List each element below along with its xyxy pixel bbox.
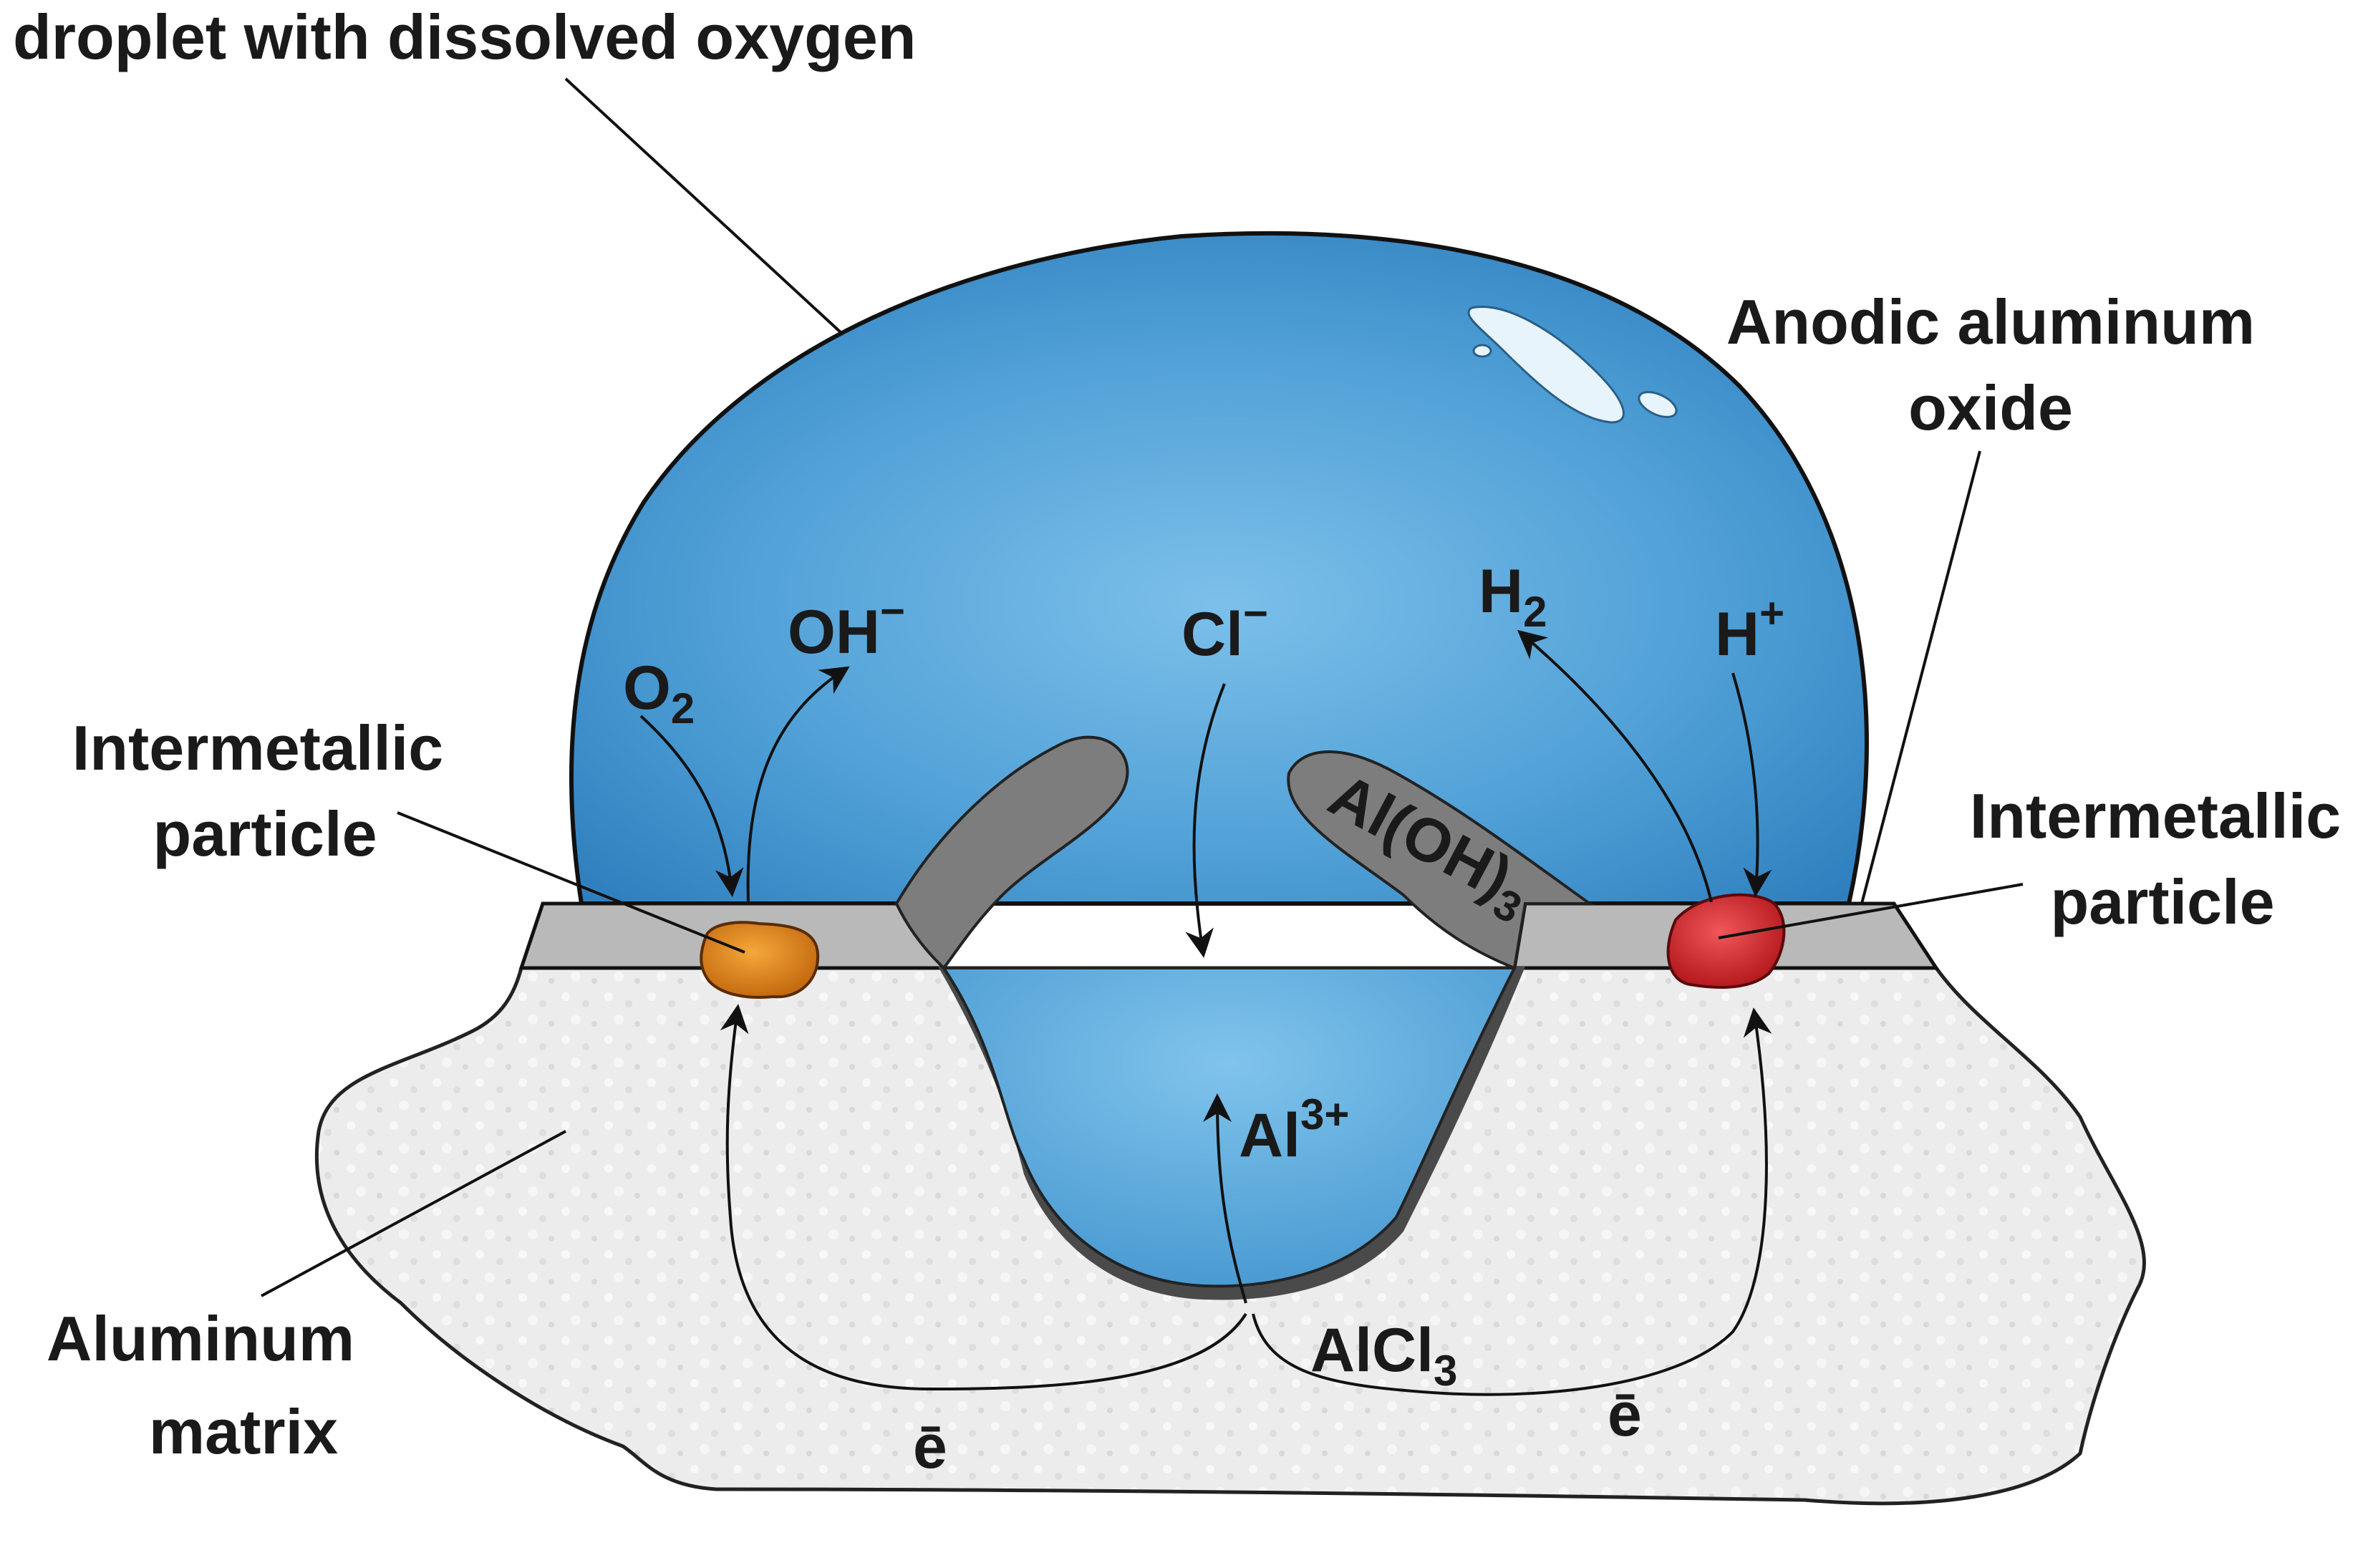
leader-droplet [564,77,843,334]
aluminum-hydroxide-left [894,735,1129,970]
arrow-o2 [639,715,744,897]
species-al3: Al3+ [1239,1090,1349,1170]
label-droplet: droplet with dissolved oxygen [13,1,917,72]
leader-anodic-oxide [1860,450,1981,904]
pit [941,967,1517,1288]
label-matrix-line1: Aluminum [47,1303,354,1374]
leader-intermetallic-right [1718,883,2024,939]
leader-aluminum-matrix [261,1130,566,1297]
species-hplus: H+ [1715,589,1784,669]
arrow-hplus [1731,672,1772,897]
aluminum-hydroxide-right [1287,750,1595,970]
arrow-oh [746,666,850,904]
label-anodic-oxide-line2: oxide [1908,372,2073,443]
arrow-cl [1185,683,1226,958]
intermetallic-particle-right [1666,893,1786,989]
leader-intermetallic-left [397,811,745,954]
label-matrix-line2: matrix [149,1396,338,1467]
droplet [569,231,1869,906]
label-anodic-oxide-line1: Anodic aluminum [1726,286,2255,357]
label-intermetallic-left-line2: particle [153,798,377,869]
arrow-al3 [1203,1093,1247,1304]
arrow-electron-right [1252,1007,1772,1396]
intermetallic-particle-left [700,921,820,999]
species-oh: OH− [788,587,905,667]
droplet-highlight-dot [1472,344,1492,358]
label-intermetallic-right-line2: particle [2050,866,2274,937]
species-h2: H2 [1479,557,1547,636]
arrow-electron-left [720,1004,1247,1391]
species-cl: Cl− [1181,589,1268,669]
droplet-highlight [1467,306,1625,424]
label-intermetallic-right-line1: Intermetallic [1970,780,2341,851]
species-o2: O2 [623,654,695,732]
species-alcl3: AlCl3 [1310,1316,1457,1395]
arrow-h2 [1517,629,1713,903]
electron-left: ē [913,1413,947,1481]
droplet-highlight-dot [1638,391,1678,418]
electron-right: ē [1608,1380,1642,1449]
label-intermetallic-left-line1: Intermetallic [72,712,443,783]
